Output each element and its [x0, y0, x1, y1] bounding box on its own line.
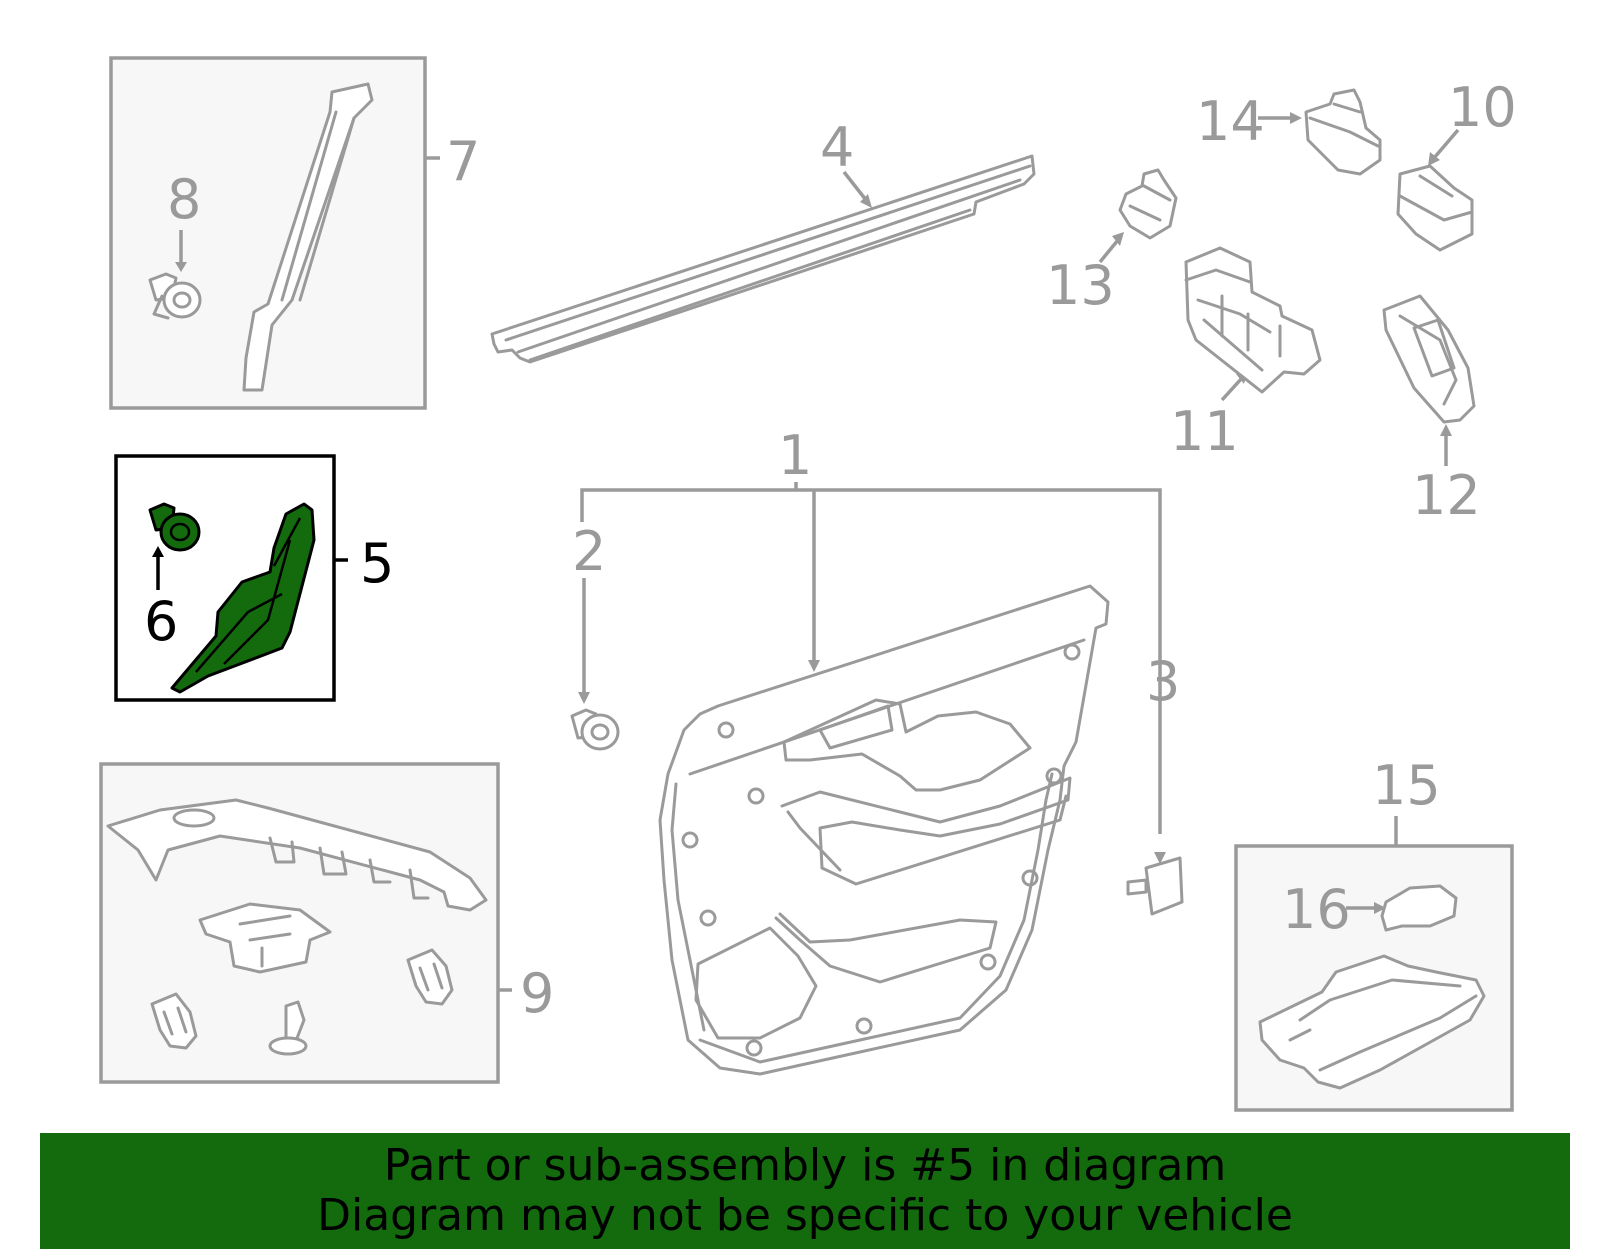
group-7[interactable]: 7 8	[109, 56, 480, 410]
plug-3-part[interactable]	[1126, 856, 1184, 916]
group-12[interactable]: 12	[1382, 294, 1481, 527]
callout-1: 1	[778, 424, 812, 487]
callout-8: 8	[167, 168, 201, 231]
belt-weatherstrip-part[interactable]	[490, 154, 1036, 364]
clip-2-part[interactable]	[570, 708, 620, 751]
callout-5: 5	[360, 532, 394, 595]
callout-15: 15	[1372, 754, 1441, 817]
group-3[interactable]: 3	[1126, 650, 1184, 916]
switch-10-part[interactable]	[1396, 164, 1474, 252]
callout-7: 7	[446, 130, 480, 193]
pillar-garnish-part[interactable]	[242, 82, 374, 392]
clip-left-part[interactable]	[150, 992, 198, 1050]
group-14[interactable]: 14	[1196, 88, 1382, 176]
banner-line-1: Part or sub-assembly is #5 in diagram	[383, 1140, 1227, 1191]
group-2[interactable]: 2	[570, 520, 620, 751]
group-11[interactable]: 11	[1170, 246, 1322, 463]
callout-14: 14	[1196, 90, 1265, 153]
group-10[interactable]: 10	[1396, 76, 1517, 252]
screw-part[interactable]	[268, 1000, 308, 1056]
callout-10: 10	[1448, 76, 1517, 139]
callout-4: 4	[820, 116, 854, 179]
clip-8-part[interactable]	[148, 272, 202, 320]
clip-right-part[interactable]	[406, 948, 454, 1006]
bulb-16-part[interactable]	[1380, 884, 1458, 932]
callout-9: 9	[520, 962, 554, 1025]
callout-6: 6	[144, 590, 178, 653]
switch-13-part[interactable]	[1118, 168, 1178, 240]
group-1[interactable]: 1	[580, 424, 1162, 834]
switch-12-part[interactable]	[1382, 294, 1476, 424]
door-trim-panel-part[interactable]	[658, 584, 1110, 1076]
switch-14-part[interactable]	[1304, 88, 1382, 176]
highlighted-part-5[interactable]	[170, 502, 316, 694]
lamp-housing-part[interactable]	[1258, 954, 1486, 1090]
callout-11: 11	[1170, 400, 1239, 463]
callout-12: 12	[1412, 464, 1481, 527]
group-5[interactable]: 5 6	[114, 454, 394, 702]
banner-line-2: Diagram may not be specific to your vehi…	[317, 1190, 1293, 1241]
callout-2: 2	[572, 520, 606, 583]
callout-16: 16	[1282, 878, 1351, 941]
group-4[interactable]: 4	[490, 116, 1036, 364]
group-15[interactable]: 15 16	[1234, 754, 1514, 1112]
group-13[interactable]: 13	[1046, 168, 1178, 317]
master-switch-11-part[interactable]	[1184, 246, 1322, 394]
callout-3: 3	[1146, 650, 1180, 713]
armrest-base-part[interactable]	[106, 798, 488, 912]
callout-13: 13	[1046, 254, 1115, 317]
clip-6-part[interactable]	[148, 502, 201, 552]
info-banner: Part or sub-assembly is #5 in diagram Di…	[40, 1133, 1570, 1249]
group-9[interactable]: 9	[99, 762, 554, 1084]
